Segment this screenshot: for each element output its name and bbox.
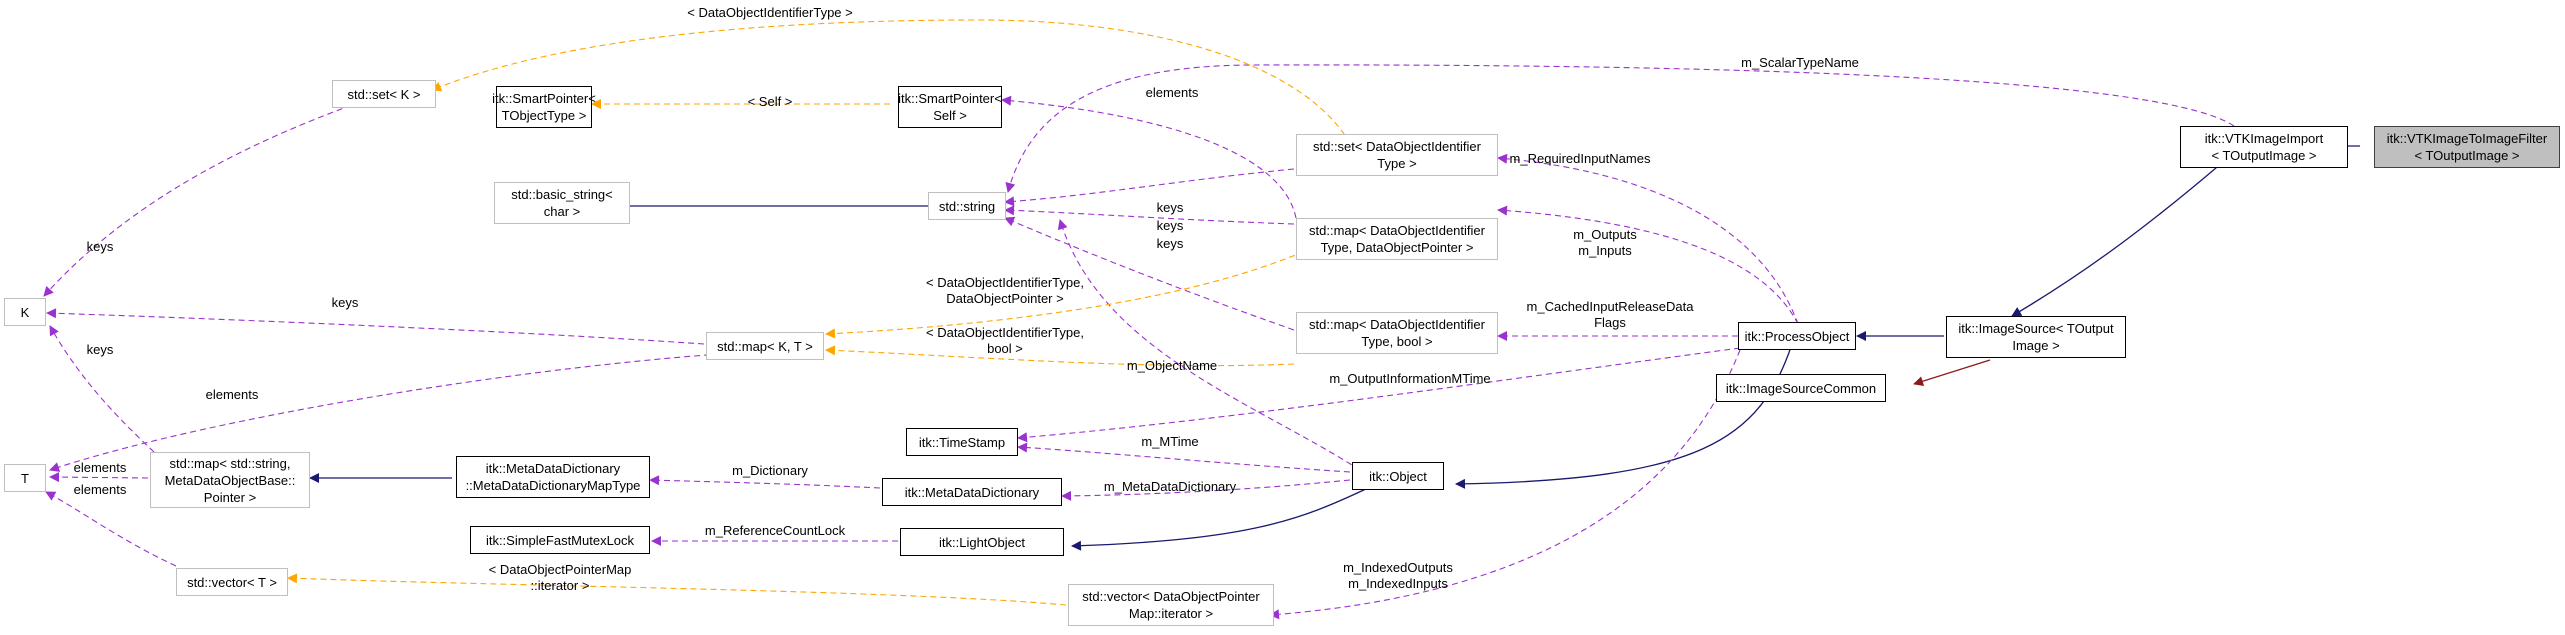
node-std-vector-dop-map-iterator[interactable]: std::vector< DataObjectPointer Map::iter… <box>1068 584 1274 626</box>
label-elements-mapstring-t: elements <box>74 460 127 475</box>
node-process-object[interactable]: itk::ProcessObject <box>1738 322 1856 350</box>
node-std-string[interactable]: std::string <box>928 192 1006 220</box>
edge-usage-mtime <box>1017 442 1351 473</box>
edge-usage-keys-map-pointer-string <box>1004 205 1295 225</box>
node-light-object[interactable]: itk::LightObject <box>900 528 1064 556</box>
node-smart-pointer-tobject[interactable]: itk::SmartPointer< TObjectType > <box>492 86 596 128</box>
edge-tpl-dop-map-iterator <box>287 573 1067 606</box>
edge-object-to-processobject <box>1455 343 1793 489</box>
edge-tpl-doi-type-bool <box>825 345 1295 367</box>
node-vtk-image-to-image-filter[interactable]: itk::VTKImageToImageFilter < TOutputImag… <box>2374 126 2560 168</box>
label-keys-map-pointer-string: keys <box>1157 218 1184 233</box>
edge-usage-keys-set-k <box>43 94 381 297</box>
label-elements-smartptr: elements <box>1146 85 1199 100</box>
label-keys-mapstring-k: keys <box>87 342 114 357</box>
label-elements-map-t: elements <box>206 387 259 402</box>
edge-usage-object-name <box>1057 219 1361 471</box>
edge-usage-outputs-inputs <box>1497 205 1799 325</box>
edge-usage-elements-vector-t <box>45 491 177 567</box>
label-output-information-mtime: m_OutputInformationMTime <box>1329 371 1490 386</box>
edge-usage-dictionary <box>649 475 881 489</box>
edge-tpl-doi-type <box>431 19 1351 144</box>
edge-usage-elements-map-t <box>49 353 721 472</box>
edge-usage-keys-set-string <box>1004 168 1295 207</box>
node-image-source-common[interactable]: itk::ImageSourceCommon <box>1716 374 1886 402</box>
label-doi-type: < DataObjectIdentifierType > <box>687 5 852 20</box>
edge-usage-elements-smartptr <box>1001 95 1297 219</box>
label-meta-data-dictionary: m_MetaDataDictionary <box>1104 479 1237 494</box>
node-k[interactable]: K <box>4 298 46 326</box>
node-std-vector-t[interactable]: std::vector< T > <box>176 568 288 596</box>
node-vtk-image-import[interactable]: itk::VTKImageImport < TOutputImage > <box>2180 126 2348 168</box>
label-dictionary: m_Dictionary <box>732 463 808 478</box>
edge-imagesourcecommon-to-imagesource <box>1913 359 1991 387</box>
label-self: < Self > <box>748 94 793 109</box>
node-smart-pointer-self[interactable]: itk::SmartPointer< Self > <box>898 86 1002 128</box>
node-std-set-k[interactable]: std::set< K > <box>332 80 436 108</box>
label-required-input-names: m_RequiredInputNames <box>1510 151 1651 166</box>
edge-tpl-doi-type-pointer <box>825 233 1341 339</box>
edge-usage-scalar-type-name <box>1005 64 2235 193</box>
edge-usage-elements-mapstring-t <box>49 472 149 483</box>
label-mtime: m_MTime <box>1141 434 1198 449</box>
node-simple-fast-mutex-lock[interactable]: itk::SimpleFastMutexLock <box>470 526 650 554</box>
node-std-map-doi-pointer[interactable]: std::map< DataObjectIdentifier Type, Dat… <box>1296 218 1498 260</box>
node-std-basic-string[interactable]: std::basic_string< char > <box>494 182 630 224</box>
edge-lightobject-to-object <box>1071 487 1369 551</box>
label-reference-count-lock: m_ReferenceCountLock <box>705 523 846 538</box>
node-meta-data-dictionary-map-type[interactable]: itk::MetaDataDictionary ::MetaDataDictio… <box>456 456 650 498</box>
label-keys-set-k: keys <box>87 239 114 254</box>
label-scalar-type-name: m_ScalarTypeName <box>1741 55 1859 70</box>
edge-usage-required-input-names <box>1497 153 1799 325</box>
label-keys-map-bool-string: keys <box>1157 236 1184 251</box>
node-std-set-data-object-identifier[interactable]: std::set< DataObjectIdentifier Type > <box>1296 134 1498 176</box>
edge-usage-output-info-mtime <box>1017 347 1741 443</box>
label-keys-map-k: keys <box>332 295 359 310</box>
node-image-source[interactable]: itk::ImageSource< TOutput Image > <box>1946 316 2126 358</box>
edge-usage-keys-mapstring-k <box>49 325 155 453</box>
label-keys-set-string: keys <box>1157 200 1184 215</box>
node-t[interactable]: T <box>4 464 46 492</box>
node-meta-data-dictionary[interactable]: itk::MetaDataDictionary <box>882 478 1062 506</box>
label-dop-map-iterator: < DataObjectPointerMap::iterator > <box>489 562 632 593</box>
edge-usage-indexed <box>1269 349 1741 620</box>
label-doi-type-pointer: < DataObjectIdentifierType,DataObjectPoi… <box>926 275 1084 306</box>
node-std-map-k-t[interactable]: std::map< K, T > <box>706 332 824 360</box>
node-object[interactable]: itk::Object <box>1352 462 1444 490</box>
node-time-stamp[interactable]: itk::TimeStamp <box>906 428 1018 456</box>
edge-usage-keys-map-bool-string <box>1004 216 1295 331</box>
edge-imagesource-to-vtkimageimport <box>2011 161 2224 317</box>
edge-usage-keys-map-k <box>46 308 705 345</box>
label-doi-type-bool: < DataObjectIdentifierType,bool > <box>926 325 1084 356</box>
label-elements-vector-t: elements <box>74 482 127 497</box>
node-std-map-string-metadata[interactable]: std::map< std::string, MetaDataObjectBas… <box>150 452 310 508</box>
edge-usage-metadatadictionary <box>1061 479 1351 501</box>
label-object-name: m_ObjectName <box>1127 358 1217 373</box>
node-std-map-doi-bool[interactable]: std::map< DataObjectIdentifier Type, boo… <box>1296 312 1498 354</box>
